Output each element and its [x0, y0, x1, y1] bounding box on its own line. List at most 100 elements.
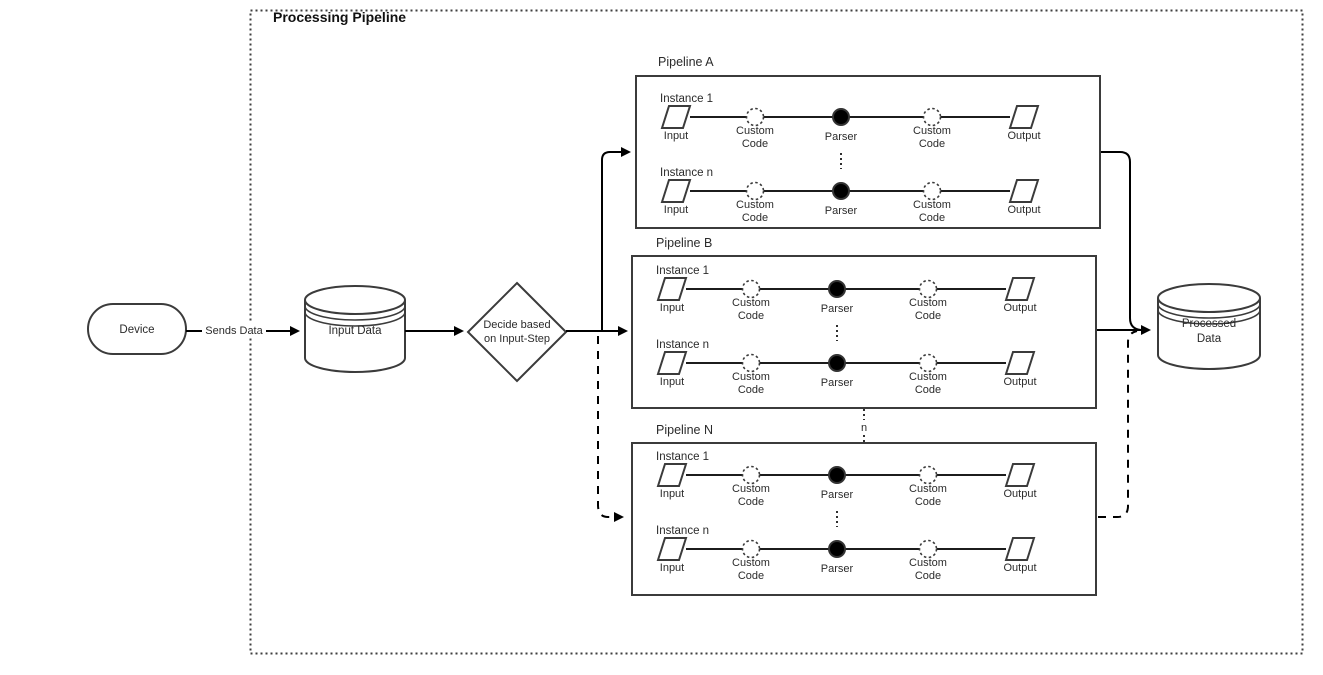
parser-node — [832, 108, 850, 126]
input-label: Input — [664, 130, 688, 142]
parser-label: Parser — [821, 489, 854, 501]
decision-diamond — [466, 281, 568, 383]
output-parallelogram — [1004, 277, 1036, 301]
input-data-store: Input Data — [304, 285, 406, 373]
edge-decision-to-pipeline-n — [597, 336, 624, 522]
custom-code-node — [922, 181, 942, 201]
instance-label: Instance n — [656, 525, 709, 537]
processed-data-label-line2: Data — [1197, 333, 1222, 345]
pipeline-b: Pipeline B Instance 1 Input Custom Code … — [631, 236, 1097, 409]
output-parallelogram — [1008, 179, 1040, 203]
custom-code-label-line2: Code — [915, 310, 941, 322]
parser-label: Parser — [821, 563, 854, 575]
input-parallelogram — [656, 537, 688, 561]
input-label: Input — [664, 204, 688, 216]
output-label: Output — [1003, 488, 1036, 500]
custom-code-label-line1: Custom — [736, 199, 774, 211]
custom-code-node — [741, 353, 761, 373]
parser-node — [828, 466, 846, 484]
custom-code-node — [745, 107, 765, 127]
input-label: Input — [660, 376, 684, 388]
processing-pipeline-container — [249, 9, 1304, 655]
custom-code-node — [741, 539, 761, 559]
input-parallelogram — [660, 179, 692, 203]
custom-code-node — [918, 539, 938, 559]
custom-code-label-line2: Code — [738, 384, 764, 396]
custom-code-label-line2: Code — [915, 496, 941, 508]
device-node — [87, 303, 187, 355]
custom-code-label-line1: Custom — [732, 557, 770, 569]
custom-code-label-line1: Custom — [909, 557, 947, 569]
processed-data-cylinder-rim-2 — [1157, 303, 1261, 319]
custom-code-node — [741, 279, 761, 299]
edge-pipeline-a-to-processed-data — [1100, 151, 1142, 331]
custom-code-label-line1: Custom — [909, 297, 947, 309]
custom-code-label-line1: Custom — [732, 371, 770, 383]
instance-label: Instance 1 — [656, 265, 709, 277]
custom-code-label-line1: Custom — [909, 483, 947, 495]
parser-label: Parser — [821, 377, 854, 389]
parser-label: Parser — [821, 303, 854, 315]
input-parallelogram — [660, 105, 692, 129]
custom-code-node — [918, 279, 938, 299]
pipeline-b-instance-n-row: Instance n Input Custom Code Parser Cust… — [656, 339, 1037, 396]
pipeline-n-instance-1-row: Instance 1 Input Custom Code Parser Cust… — [656, 451, 1037, 508]
custom-code-label-line2: Code — [738, 496, 764, 508]
custom-code-label-line1: Custom — [913, 199, 951, 211]
instance-label: Instance n — [656, 339, 709, 351]
custom-code-label-line2: Code — [915, 570, 941, 582]
sends-data-label-bg — [202, 322, 266, 338]
output-label: Output — [1003, 302, 1036, 314]
pipeline-n: Pipeline N Instance 1 Input Custom Code … — [631, 423, 1097, 596]
custom-code-node — [745, 181, 765, 201]
processed-data-label-line1: Processed — [1182, 318, 1236, 330]
output-label: Output — [1003, 562, 1036, 574]
output-parallelogram — [1004, 537, 1036, 561]
edge-pipeline-n-to-processed-data — [1098, 330, 1138, 518]
parser-node — [832, 182, 850, 200]
processed-data-store: Processed Data — [1157, 283, 1261, 370]
custom-code-node — [741, 465, 761, 485]
processed-data-cylinder-rim-3 — [1157, 309, 1261, 325]
input-parallelogram — [656, 463, 688, 487]
instance-label: Instance n — [660, 167, 713, 179]
custom-code-label-line1: Custom — [913, 125, 951, 137]
edge-decision-to-pipeline-a — [601, 147, 631, 331]
custom-code-label-line2: Code — [915, 384, 941, 396]
input-data-cylinder-rim-2 — [304, 305, 406, 321]
device-label: Device — [119, 324, 154, 336]
custom-code-label-line2: Code — [742, 212, 768, 224]
input-data-cylinder-rim-3 — [304, 311, 406, 327]
parser-node — [828, 280, 846, 298]
parser-label: Parser — [825, 131, 858, 143]
output-parallelogram — [1004, 463, 1036, 487]
processed-data-cylinder-body — [1157, 283, 1261, 370]
custom-code-node — [918, 353, 938, 373]
parser-node — [828, 540, 846, 558]
pipeline-a-instance-n-row: Instance n Input Custom Code Parser Cust… — [660, 167, 1041, 224]
sends-data-label: Sends Data — [205, 325, 263, 337]
pipeline-a: Pipeline A Instance 1 Input Custom Code … — [635, 55, 1101, 229]
input-data-cylinder-body — [304, 285, 406, 373]
output-parallelogram — [1004, 351, 1036, 375]
input-parallelogram — [656, 351, 688, 375]
custom-code-label-line1: Custom — [732, 297, 770, 309]
parser-node — [828, 354, 846, 372]
pipeline-repeat-n-label: n — [861, 422, 867, 434]
input-data-cylinder-rim-1 — [304, 299, 406, 315]
pipeline-n-instance-n-row: Instance n Input Custom Code Parser Cust… — [656, 525, 1037, 582]
instance-label: Instance 1 — [660, 93, 713, 105]
input-data-label: Input Data — [328, 325, 382, 337]
input-label: Input — [660, 302, 684, 314]
pipeline-b-instance-1-row: Instance 1 Input Custom Code Parser Cust… — [656, 265, 1037, 322]
custom-code-label-line1: Custom — [736, 125, 774, 137]
decision-label-line2: on Input-Step — [484, 333, 550, 345]
custom-code-node — [918, 465, 938, 485]
pipeline-n-label: Pipeline N — [656, 423, 713, 437]
diagram-title: Processing Pipeline — [273, 9, 406, 25]
output-parallelogram — [1008, 105, 1040, 129]
custom-code-label-line1: Custom — [909, 371, 947, 383]
pipeline-b-label: Pipeline B — [656, 236, 712, 250]
custom-code-label-line2: Code — [919, 138, 945, 150]
